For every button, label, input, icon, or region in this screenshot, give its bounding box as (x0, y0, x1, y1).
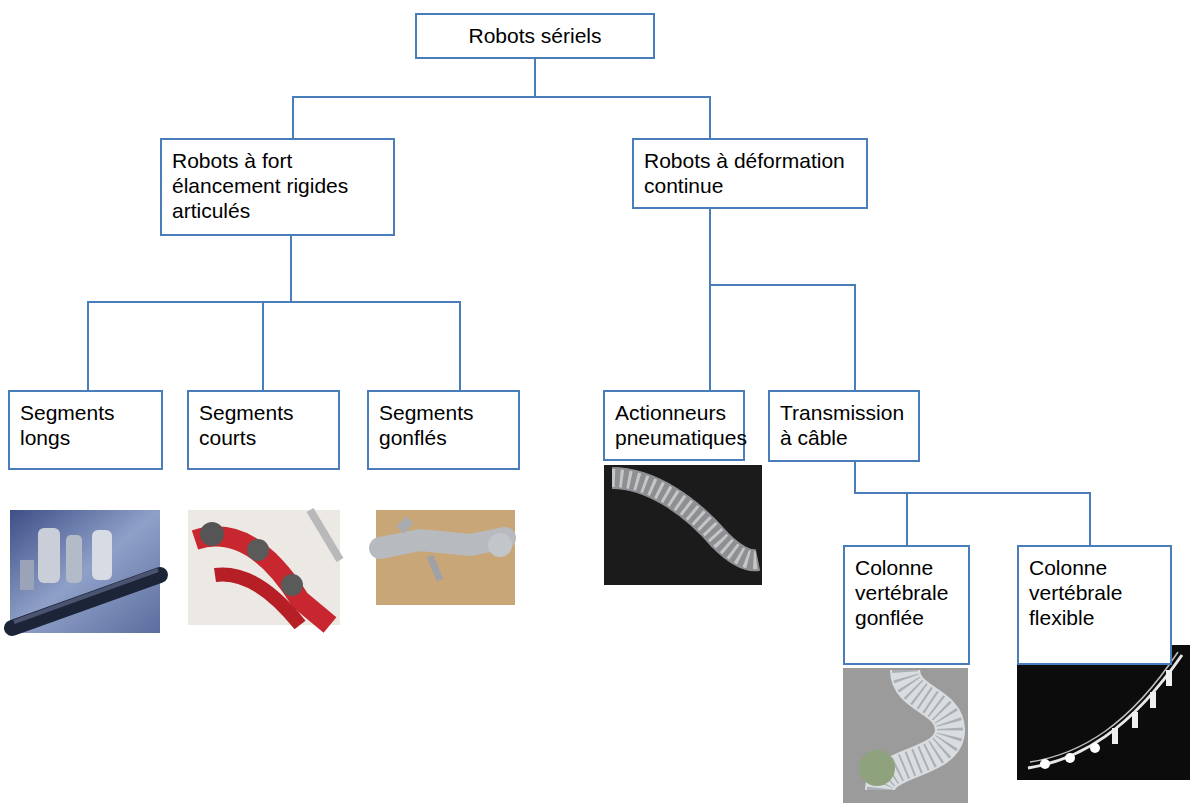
category-box: Robots sériels (415, 13, 655, 59)
category-box: Segments gonflés (367, 390, 520, 470)
category-box: Transmission à câble (768, 390, 920, 462)
box-label: Robots sériels (427, 23, 643, 48)
box-label: Segments gonflés (379, 400, 508, 450)
box-label: Segments courts (199, 400, 328, 450)
tree-connector (291, 236, 460, 390)
pneumatic-actuator-photo (604, 465, 762, 585)
box-label: Robots à déformation continue (644, 148, 856, 198)
short-segments-photo (188, 510, 340, 625)
box-label: Segments longs (20, 400, 151, 450)
box-label: Transmission à câble (780, 400, 908, 450)
box-label: Robots à fort élancement rigides articul… (172, 148, 383, 224)
tree-connector (855, 462, 907, 545)
category-box: Robots à déformation continue (632, 138, 868, 209)
category-box: Segments courts (187, 390, 340, 470)
category-box: Actionneurs pneumatiques (603, 390, 745, 461)
tree-connector (855, 462, 1090, 545)
box-label: Colonne vertébrale flexible (1029, 555, 1160, 631)
category-box: Colonne vertébrale gonflée (843, 545, 970, 665)
tree-connector (293, 59, 535, 138)
tree-connector (263, 236, 291, 390)
box-label: Actionneurs pneumatiques (615, 400, 733, 450)
inflated-spine-photo (843, 668, 968, 803)
box-label: Colonne vertébrale gonflée (855, 555, 958, 631)
long-segments-photo (10, 510, 160, 633)
tree-connector (88, 236, 291, 390)
tree-connector (710, 209, 855, 390)
flexible-spine-photo (1017, 645, 1190, 780)
category-box: Robots à fort élancement rigides articul… (160, 138, 395, 236)
category-box: Segments longs (8, 390, 163, 470)
tree-connector (535, 59, 710, 138)
inflated-segments-photo (376, 510, 515, 605)
category-box: Colonne vertébrale flexible (1017, 545, 1172, 665)
